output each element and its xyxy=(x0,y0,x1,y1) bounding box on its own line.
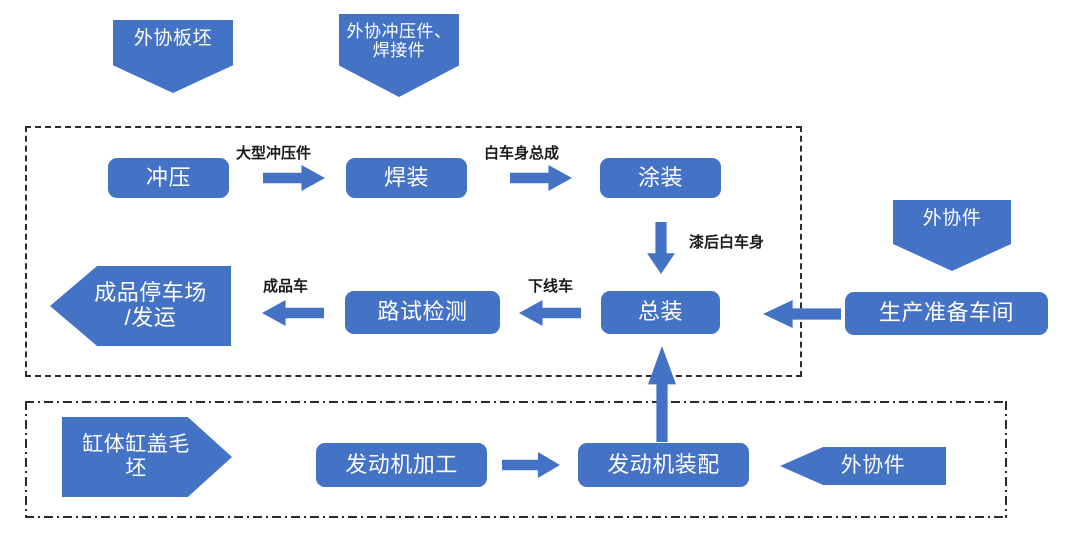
node-engine-assembly[interactable]: 发动机装配 xyxy=(578,443,749,487)
node-final-assembly[interactable]: 总装 xyxy=(601,291,720,334)
node-painting[interactable]: 涂装 xyxy=(600,158,721,198)
node-welding[interactable]: 焊装 xyxy=(346,158,467,198)
node-outsourced-parts-top[interactable]: 外协件 xyxy=(893,200,1011,271)
edge-label-painted-body: 漆后白车身 xyxy=(689,234,765,251)
node-outsourced-stamped[interactable]: 外协冲压件、 焊接件 xyxy=(339,14,459,97)
group-vehicle-plant xyxy=(25,126,802,377)
node-outsourced-blank[interactable]: 外协板坯 xyxy=(113,20,233,93)
edge-label-offline-car: 下线车 xyxy=(528,278,574,295)
node-road-test[interactable]: 路试检测 xyxy=(345,291,500,334)
node-production-prep[interactable]: 生产准备车间 xyxy=(845,292,1048,335)
node-stamping[interactable]: 冲压 xyxy=(108,158,229,198)
node-engine-machining[interactable]: 发动机加工 xyxy=(316,443,487,487)
edge-label-large-stamping: 大型冲压件 xyxy=(236,145,312,162)
edge-label-finished-car: 成品车 xyxy=(263,278,309,295)
edge-label-body-in-white: 白车身总成 xyxy=(484,145,560,162)
